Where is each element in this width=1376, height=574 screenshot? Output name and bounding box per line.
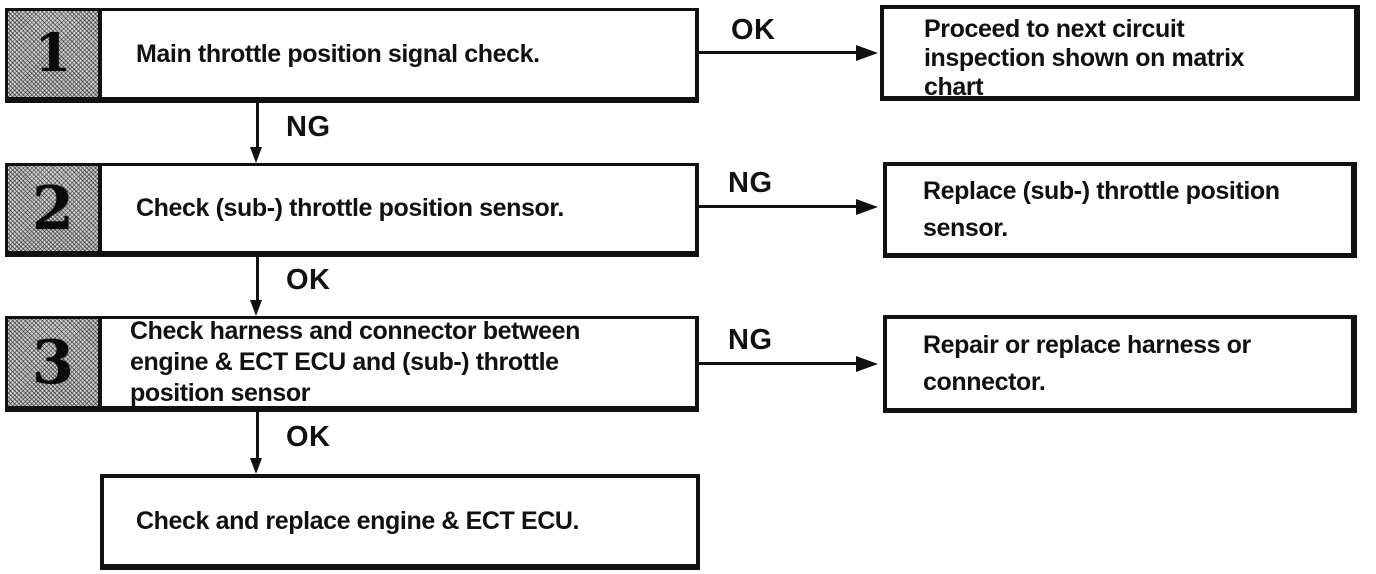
ng-label: NG [728, 167, 773, 199]
arrow-right-icon [856, 199, 878, 215]
ok-label: OK [731, 14, 776, 46]
connector-line [256, 103, 259, 149]
result-1-text: Proceed to next circuit inspection shown… [924, 15, 1245, 101]
ng-label: NG [728, 324, 773, 356]
final-step-box: Check and replace engine & ECT ECU. [100, 474, 700, 570]
arrow-down-icon [250, 147, 262, 163]
step-2-box: Check (sub-) throttle position sensor. [99, 163, 699, 257]
step-1-instruction: Main throttle position signal check. [136, 39, 540, 68]
step-3-box: Check harness and connector between engi… [99, 316, 699, 412]
step-3-number-box: 3 [5, 316, 101, 412]
connector-line [699, 205, 859, 208]
step-1-box: Main throttle position signal check. [99, 8, 699, 103]
step-3-number: 3 [32, 327, 74, 398]
step-3-instruction: Check harness and connector between engi… [130, 317, 581, 407]
ok-label: OK [286, 264, 331, 296]
step-1-number-box: 1 [5, 8, 101, 103]
connector-line [699, 51, 859, 54]
connector-line [256, 257, 259, 302]
result-box-1: Proceed to next circuit inspection shown… [880, 5, 1360, 101]
ok-label: OK [286, 421, 331, 453]
step-2-instruction: Check (sub-) throttle position sensor. [136, 194, 564, 222]
result-box-2: Replace (sub-) throttle position sensor. [883, 162, 1357, 258]
step-2-number-box: 2 [5, 163, 101, 257]
step-1-number: 1 [34, 23, 72, 84]
connector-line [256, 412, 259, 458]
arrow-down-icon [250, 458, 262, 474]
result-3-text: Repair or replace harness or connector. [923, 330, 1251, 396]
arrow-right-icon [856, 45, 878, 61]
final-step-instruction: Check and replace engine & ECT ECU. [136, 506, 580, 535]
result-2-text: Replace (sub-) throttle position sensor. [923, 176, 1280, 242]
ng-label: NG [286, 111, 331, 143]
arrow-down-icon [250, 300, 262, 316]
connector-line [699, 362, 859, 365]
result-box-3: Repair or replace harness or connector. [883, 315, 1357, 413]
step-2-number: 2 [32, 173, 74, 244]
arrow-right-icon [856, 356, 878, 372]
